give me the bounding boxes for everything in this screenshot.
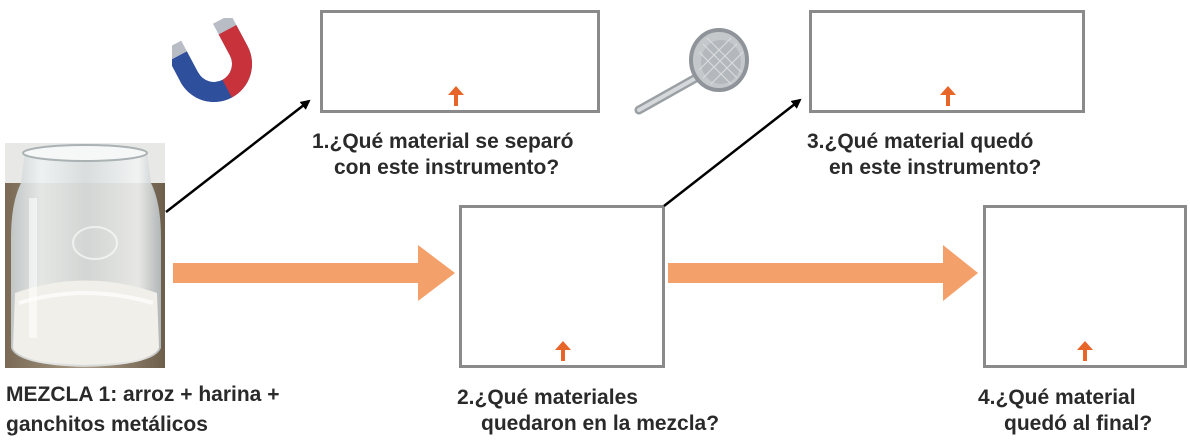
small-up-arrow-icon [555,341,571,361]
mixture-caption: MEZCLA 1: arroz + harina + ganchitos met… [6,383,280,436]
connector-arrow-1 [165,99,311,213]
question-2: 2.¿Qué materiales quedaron en la mezcla? [457,386,720,435]
question-3: 3.¿Qué material quedó en este instrument… [807,130,1042,179]
question-4: 4.¿Qué material quedó al final? [978,386,1153,435]
answer-box-4[interactable] [983,205,1187,368]
question-1: 1.¿Qué material se separó con este instr… [312,130,574,179]
sieve-strainer-icon [634,28,749,115]
glass-jar-photo [5,143,165,368]
answer-box-2[interactable] [459,205,665,368]
answer-box-1[interactable] [320,10,600,113]
small-up-arrow-icon [940,86,956,106]
flow-arrow-1 [173,245,455,301]
connector-arrow-2 [663,98,802,207]
horseshoe-magnet-icon [172,18,252,102]
small-up-arrow-icon [1077,341,1093,361]
small-up-arrow-icon [448,86,464,106]
flow-arrow-2 [668,245,978,301]
